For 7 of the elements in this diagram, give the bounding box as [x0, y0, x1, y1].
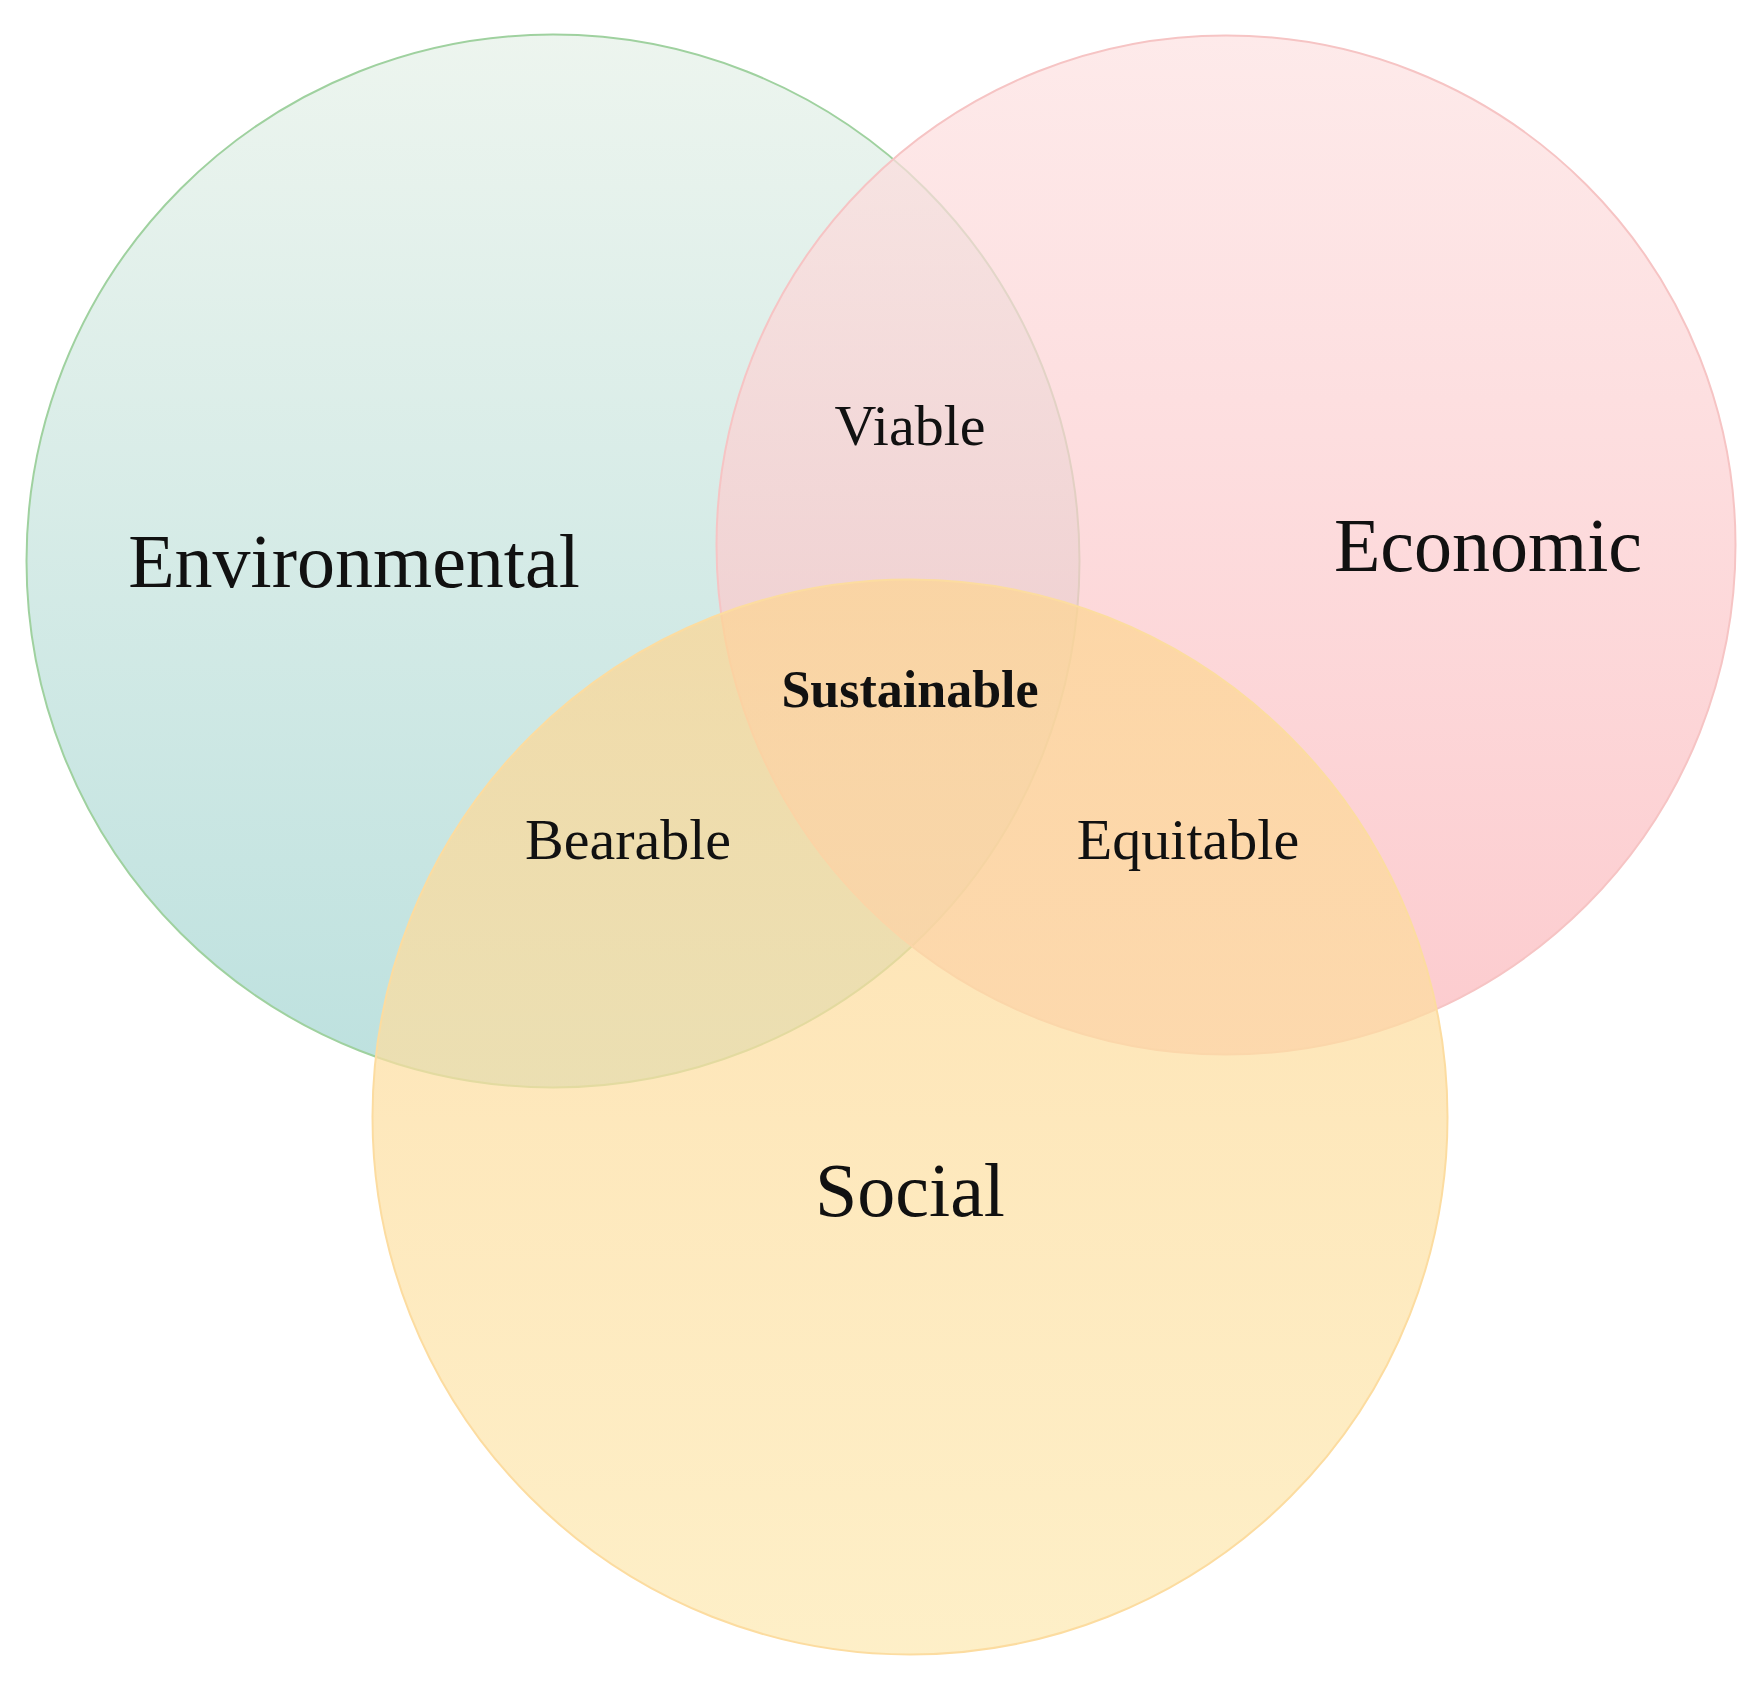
overlap-label: Bearable — [524, 811, 732, 869]
circle-label: Environmental — [128, 523, 580, 599]
circle-label: Economic — [1333, 507, 1643, 583]
overlap-label: Sustainable — [781, 664, 1039, 716]
circle-label: Social — [815, 1152, 1005, 1228]
overlap-label: Viable — [834, 397, 986, 455]
overlap-label: Equitable — [1076, 811, 1300, 869]
